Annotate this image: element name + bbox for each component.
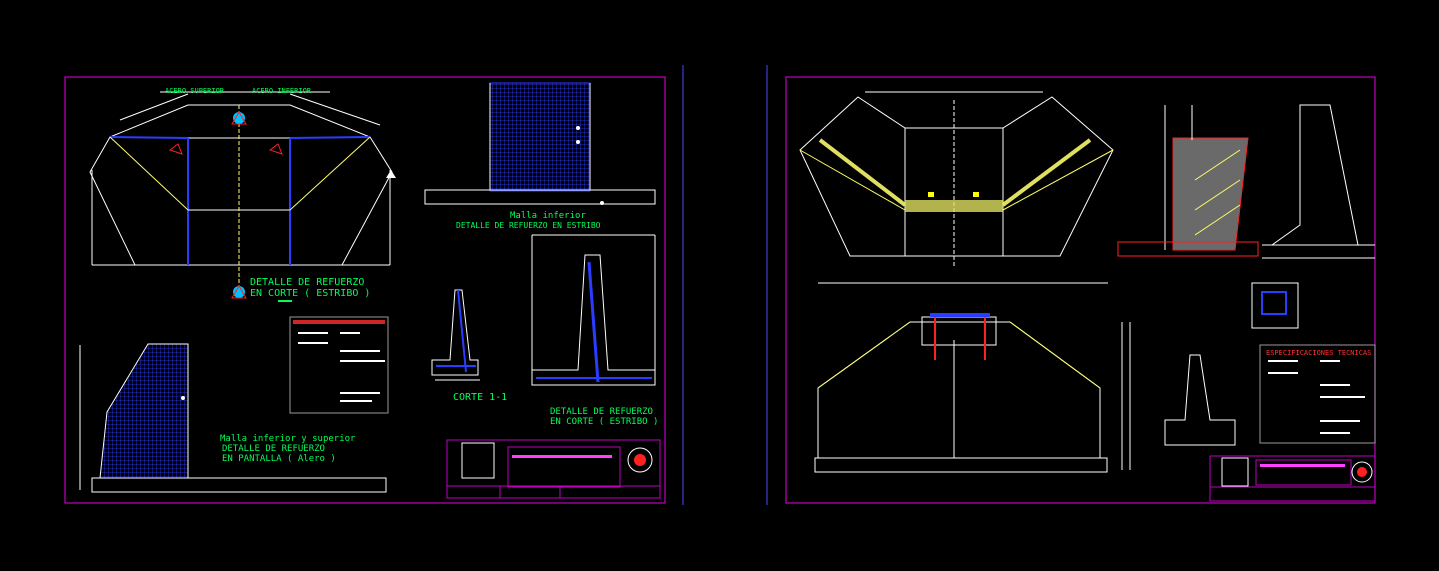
notes-panel-sheet-1 (289, 316, 389, 414)
especificaciones-panel (1259, 344, 1376, 444)
plan-markers (168, 111, 396, 299)
small-detail-box (1251, 282, 1299, 329)
label-acero-inferior: ACERO INFERIOR (252, 87, 312, 95)
detalle-estribo-title-1: DETALLE DE REFUERZO (550, 407, 653, 417)
malla-inferior-subtitle: DETALLE DE REFUERZO EN ESTRIBO (456, 221, 601, 230)
sheet-2-frame (785, 76, 1376, 504)
sheet-1-frame (64, 76, 666, 504)
pantalla-alero-detail (79, 343, 387, 493)
plan-title-line-2: EN CORTE ( ESTRIBO ) (250, 288, 370, 299)
title-block-sheet-2 (1209, 455, 1376, 502)
corte-1-1-section (431, 289, 480, 381)
malla-inferior-detail (424, 82, 656, 205)
title-block-sheet-1 (446, 439, 661, 499)
especificaciones-title: ESPECIFICACIONES TECNICAS (1266, 349, 1371, 357)
plan-view-right (799, 91, 1114, 268)
label-acero-superior: ACERO SUPERIOR (165, 87, 225, 95)
pantalla-title-1: Malla inferior y superior (220, 434, 356, 444)
pantalla-title-3: EN PANTALLA ( Alero ) (222, 454, 336, 464)
retaining-wall-section (1117, 105, 1259, 257)
elevation-view (814, 282, 1131, 473)
malla-inferior-title: Malla inferior (510, 211, 586, 221)
corte-1-1-title: CORTE 1-1 (453, 392, 507, 403)
sheet-2: ESPECIFICACIONES TECNICAS (766, 65, 1376, 505)
small-wall-profile (1164, 354, 1236, 446)
plan-view-estribo (89, 91, 393, 290)
wall-profile-right (1262, 104, 1375, 259)
sheet-1: ACERO SUPERIOR ACERO INFERIOR DETALLE DE… (64, 65, 684, 505)
plan-title-line-1: DETALLE DE REFUERZO (250, 277, 364, 288)
pantalla-title-2: DETALLE DE REFUERZO (222, 444, 325, 454)
plan-title-scale-bar (278, 300, 292, 302)
detalle-estribo-title-2: EN CORTE ( ESTRIBO ) (550, 417, 658, 427)
detalle-estribo-section (531, 234, 656, 386)
